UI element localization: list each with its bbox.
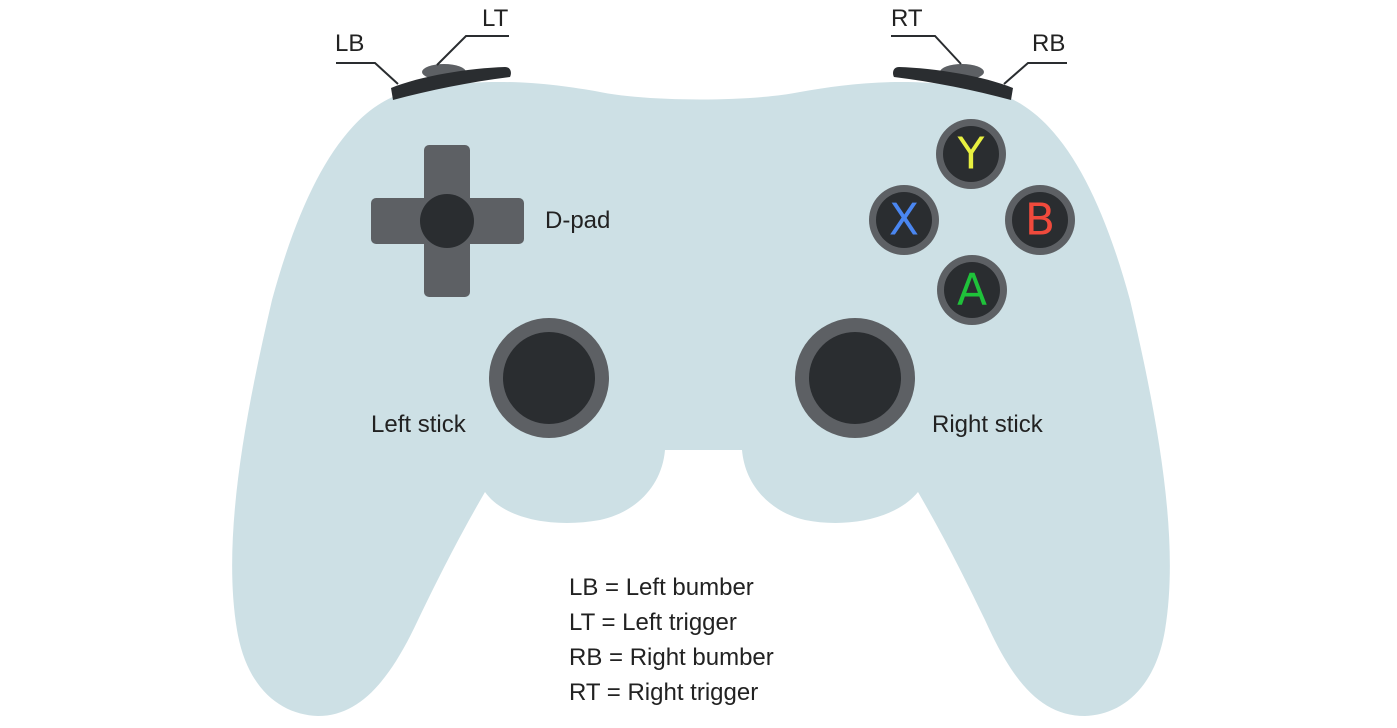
legend-line-rb: RB = Right bumber <box>569 644 774 671</box>
a-button-letter: A <box>957 265 987 316</box>
y-button-letter: Y <box>957 129 985 180</box>
a-button-core <box>944 262 1000 318</box>
legend-line-lt: LT = Left trigger <box>569 609 737 636</box>
dpad-icon[interactable] <box>371 145 524 297</box>
y-button[interactable]: Y <box>936 119 1006 189</box>
right-stick-label: Right stick <box>932 411 1044 438</box>
lt-label: LT <box>482 5 509 32</box>
lb-leader-line <box>336 62 399 85</box>
dpad-center <box>420 194 474 248</box>
legend-line-rt: RT = Right trigger <box>569 679 758 706</box>
right-stick-cap[interactable] <box>809 332 901 424</box>
rt-leader-line <box>891 35 962 65</box>
a-button[interactable]: A <box>937 255 1007 325</box>
b-button-letter: B <box>1025 195 1055 246</box>
right-stick[interactable] <box>795 318 915 438</box>
right-bumper[interactable] <box>893 67 1013 100</box>
left-stick-cap[interactable] <box>503 332 595 424</box>
b-button-core <box>1012 192 1068 248</box>
left-stick-label: Left stick <box>371 411 467 438</box>
label-leader-lines <box>336 35 1067 85</box>
y-button-core <box>943 126 999 182</box>
face-buttons: Y X B A <box>869 119 1075 325</box>
rb-leader-line <box>1003 62 1067 85</box>
x-button-core <box>876 192 932 248</box>
lt-leader-line <box>436 35 509 66</box>
legend: LB = Left bumber LT = Left trigger RB = … <box>569 574 774 706</box>
b-button[interactable]: B <box>1005 185 1075 255</box>
left-stick[interactable] <box>489 318 609 438</box>
dpad-label: D-pad <box>545 207 610 234</box>
legend-line-lb: LB = Left bumber <box>569 574 754 601</box>
x-button-letter: X <box>889 195 919 246</box>
lb-label: LB <box>335 30 364 57</box>
left-bumper[interactable] <box>391 67 511 100</box>
rt-label: RT <box>891 5 923 32</box>
rb-label: RB <box>1032 30 1065 57</box>
x-button[interactable]: X <box>869 185 939 255</box>
